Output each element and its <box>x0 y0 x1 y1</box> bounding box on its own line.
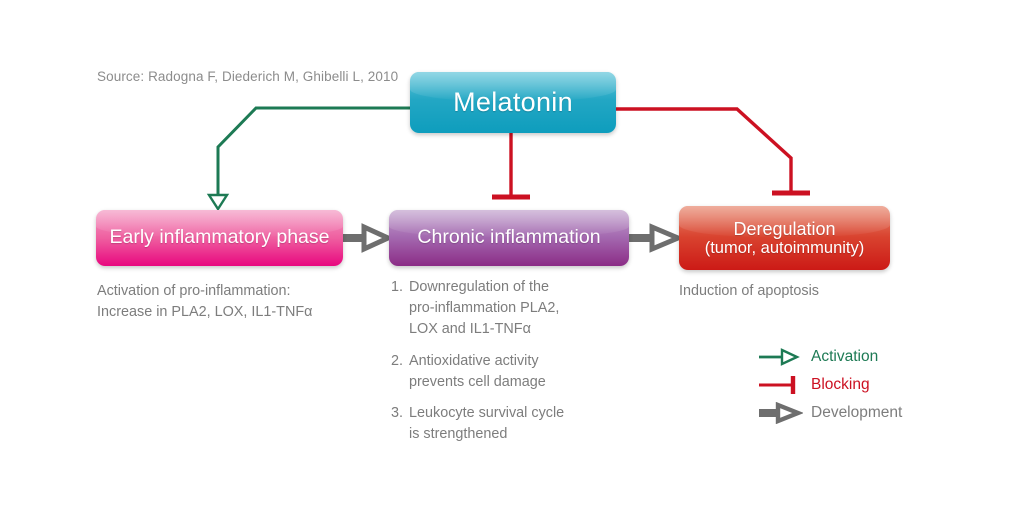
node-chronic-label: Chronic inflammation <box>417 226 601 249</box>
connector-development-early-chronic <box>343 223 395 253</box>
list-item-text: Leukocyte survival cycle is strengthened <box>409 403 631 445</box>
node-chronic-inflammation[interactable]: Chronic inflammation <box>389 210 629 266</box>
node-deregulation[interactable]: Deregulation (tumor, autoimmunity) <box>679 206 890 270</box>
node-melatonin[interactable]: Melatonin <box>410 72 616 133</box>
list-item-line1: Leukocyte survival cycle <box>409 405 565 422</box>
legend-label-development: Development <box>811 404 903 421</box>
list-item: 2. Antioxidative activity prevents cell … <box>391 351 631 393</box>
list-item-line2: is strengthened <box>409 426 508 443</box>
caption-deregulation-line1: Induction of apoptosis <box>679 283 820 299</box>
list-item: 1. Downregulation of the pro-inflammatio… <box>391 277 631 340</box>
connector-activation <box>206 106 410 212</box>
node-deregulation-label: Deregulation (tumor, autoimmunity) <box>705 219 865 258</box>
legend-item-activation: Activation <box>757 343 902 371</box>
node-melatonin-label: Melatonin <box>453 87 573 118</box>
connector-blocking-chronic <box>492 133 530 200</box>
development-arrow-icon <box>757 401 804 425</box>
connector-development-chronic-deregulation <box>629 223 685 253</box>
list-item-line2: pro-inflammation PLA2, <box>409 299 560 316</box>
list-item-number: 3. <box>391 405 404 422</box>
blocking-tbar-icon <box>757 374 803 396</box>
list-item-line1: Downregulation of the <box>409 279 549 295</box>
node-early-label: Early inflammatory phase <box>109 226 330 249</box>
caption-early-line2: Increase in PLA2, LOX, IL1-TNFα <box>97 303 313 320</box>
activation-arrow-icon <box>757 346 803 368</box>
list-item-text: Antioxidative activity prevents cell dam… <box>409 351 631 393</box>
legend-item-development: Development <box>757 399 902 427</box>
connector-blocking-deregulation <box>616 107 810 196</box>
legend: Activation Blocking Development <box>757 343 902 427</box>
caption-early-line1: Activation of pro-inflammation: <box>97 283 291 299</box>
caption-deregulation: Induction of apoptosis <box>679 281 909 302</box>
legend-item-blocking: Blocking <box>757 371 902 399</box>
list-item-number: 1. <box>391 279 404 295</box>
legend-label-blocking: Blocking <box>811 376 870 393</box>
node-early-inflammatory-phase[interactable]: Early inflammatory phase <box>96 210 343 266</box>
list-item-line2: prevents cell damage <box>409 373 546 390</box>
list-item-number: 2. <box>391 352 404 369</box>
legend-label-activation: Activation <box>811 348 879 365</box>
node-deregulation-line1: Deregulation <box>733 218 836 239</box>
node-deregulation-line2: (tumor, autoimmunity) <box>704 238 865 257</box>
caption-early-inflammatory: Activation of pro-inflammation: Increase… <box>97 281 377 323</box>
list-item: 3. Leukocyte survival cycle is strengthe… <box>391 403 631 445</box>
list-item-text: Downregulation of the pro-inflammation P… <box>409 277 631 340</box>
source-citation: Source: Radogna F, Diederich M, Ghibelli… <box>97 69 399 84</box>
caption-chronic-inflammation: 1. Downregulation of the pro-inflammatio… <box>391 277 631 456</box>
list-item-line1: Antioxidative activity <box>409 352 539 369</box>
list-item-line3: LOX and IL1-TNFα <box>409 320 531 337</box>
